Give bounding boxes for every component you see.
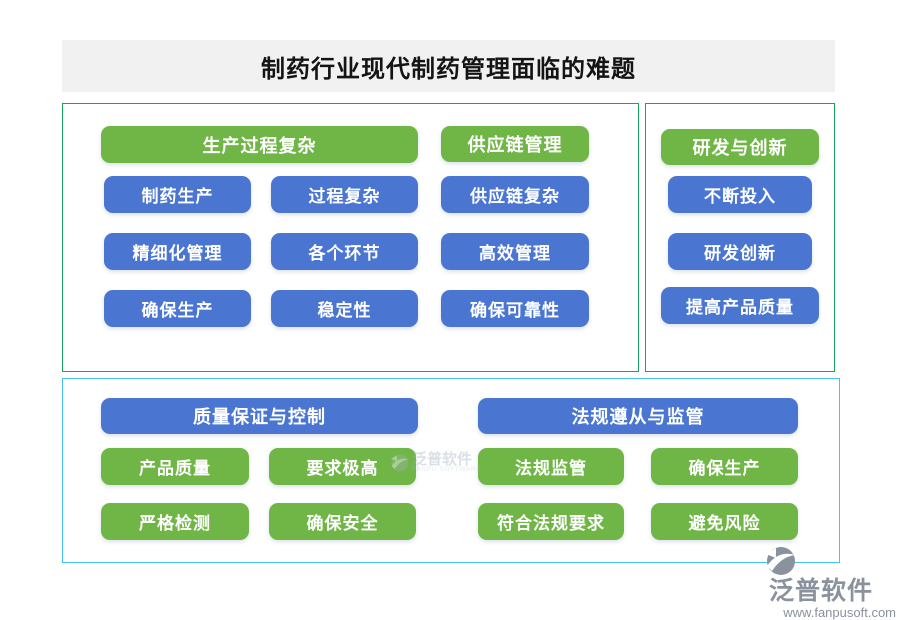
- brand-url[interactable]: www.fanpusoft.com: [783, 605, 896, 620]
- node-quality-assurance-header: 质量保证与控制: [101, 398, 418, 434]
- node-supply-chain-complex: 供应链复杂: [441, 176, 589, 213]
- panel-production-complexity: 生产过程复杂 供应链管理 制药生产 过程复杂 供应链复杂 精细化管理 各个环节 …: [62, 103, 639, 372]
- node-continuous-investment: 不断投入: [668, 176, 812, 213]
- infographic-canvas: 制药行业现代制药管理面临的难题 生产过程复杂 供应链管理 制药生产 过程复杂 供…: [62, 40, 896, 620]
- page-title: 制药行业现代制药管理面临的难题: [62, 40, 835, 92]
- node-regulation-compliance-header: 法规遵从与监管: [478, 398, 798, 434]
- node-process-complex: 过程复杂: [271, 176, 418, 213]
- node-refined-management: 精细化管理: [104, 233, 251, 270]
- node-rd-innovate: 研发创新: [668, 233, 812, 270]
- node-comply-regulations: 符合法规要求: [478, 503, 624, 540]
- brand-footer[interactable]: 泛普软件 www.fanpusoft.com: [766, 546, 896, 620]
- node-stability: 稳定性: [271, 290, 418, 327]
- node-ensure-production-2: 确保生产: [651, 448, 798, 485]
- node-ensure-reliability: 确保可靠性: [441, 290, 589, 327]
- node-ensure-safety: 确保安全: [269, 503, 416, 540]
- node-rd-innovation-header: 研发与创新: [661, 129, 819, 165]
- panel-quality-regulation: 质量保证与控制 法规遵从与监管 产品质量 要求极高 法规监管 确保生产 严格检测…: [62, 378, 840, 563]
- node-each-link: 各个环节: [271, 233, 418, 270]
- node-supply-chain-management: 供应链管理: [441, 126, 589, 162]
- node-high-requirements: 要求极高: [269, 448, 416, 485]
- node-pharma-production: 制药生产: [104, 176, 251, 213]
- fanpu-logo-icon: [766, 546, 796, 576]
- node-avoid-risk: 避免风险: [651, 503, 798, 540]
- brand-name: 泛普软件: [769, 577, 874, 605]
- node-production-process-complex: 生产过程复杂: [101, 126, 418, 163]
- node-improve-product-quality: 提高产品质量: [661, 287, 819, 324]
- node-product-quality: 产品质量: [101, 448, 249, 485]
- node-efficient-management: 高效管理: [441, 233, 589, 270]
- node-ensure-production: 确保生产: [104, 290, 251, 327]
- node-strict-testing: 严格检测: [101, 503, 249, 540]
- panel-rd-innovation: 研发与创新 不断投入 研发创新 提高产品质量: [645, 103, 835, 372]
- node-regulatory-supervision: 法规监管: [478, 448, 624, 485]
